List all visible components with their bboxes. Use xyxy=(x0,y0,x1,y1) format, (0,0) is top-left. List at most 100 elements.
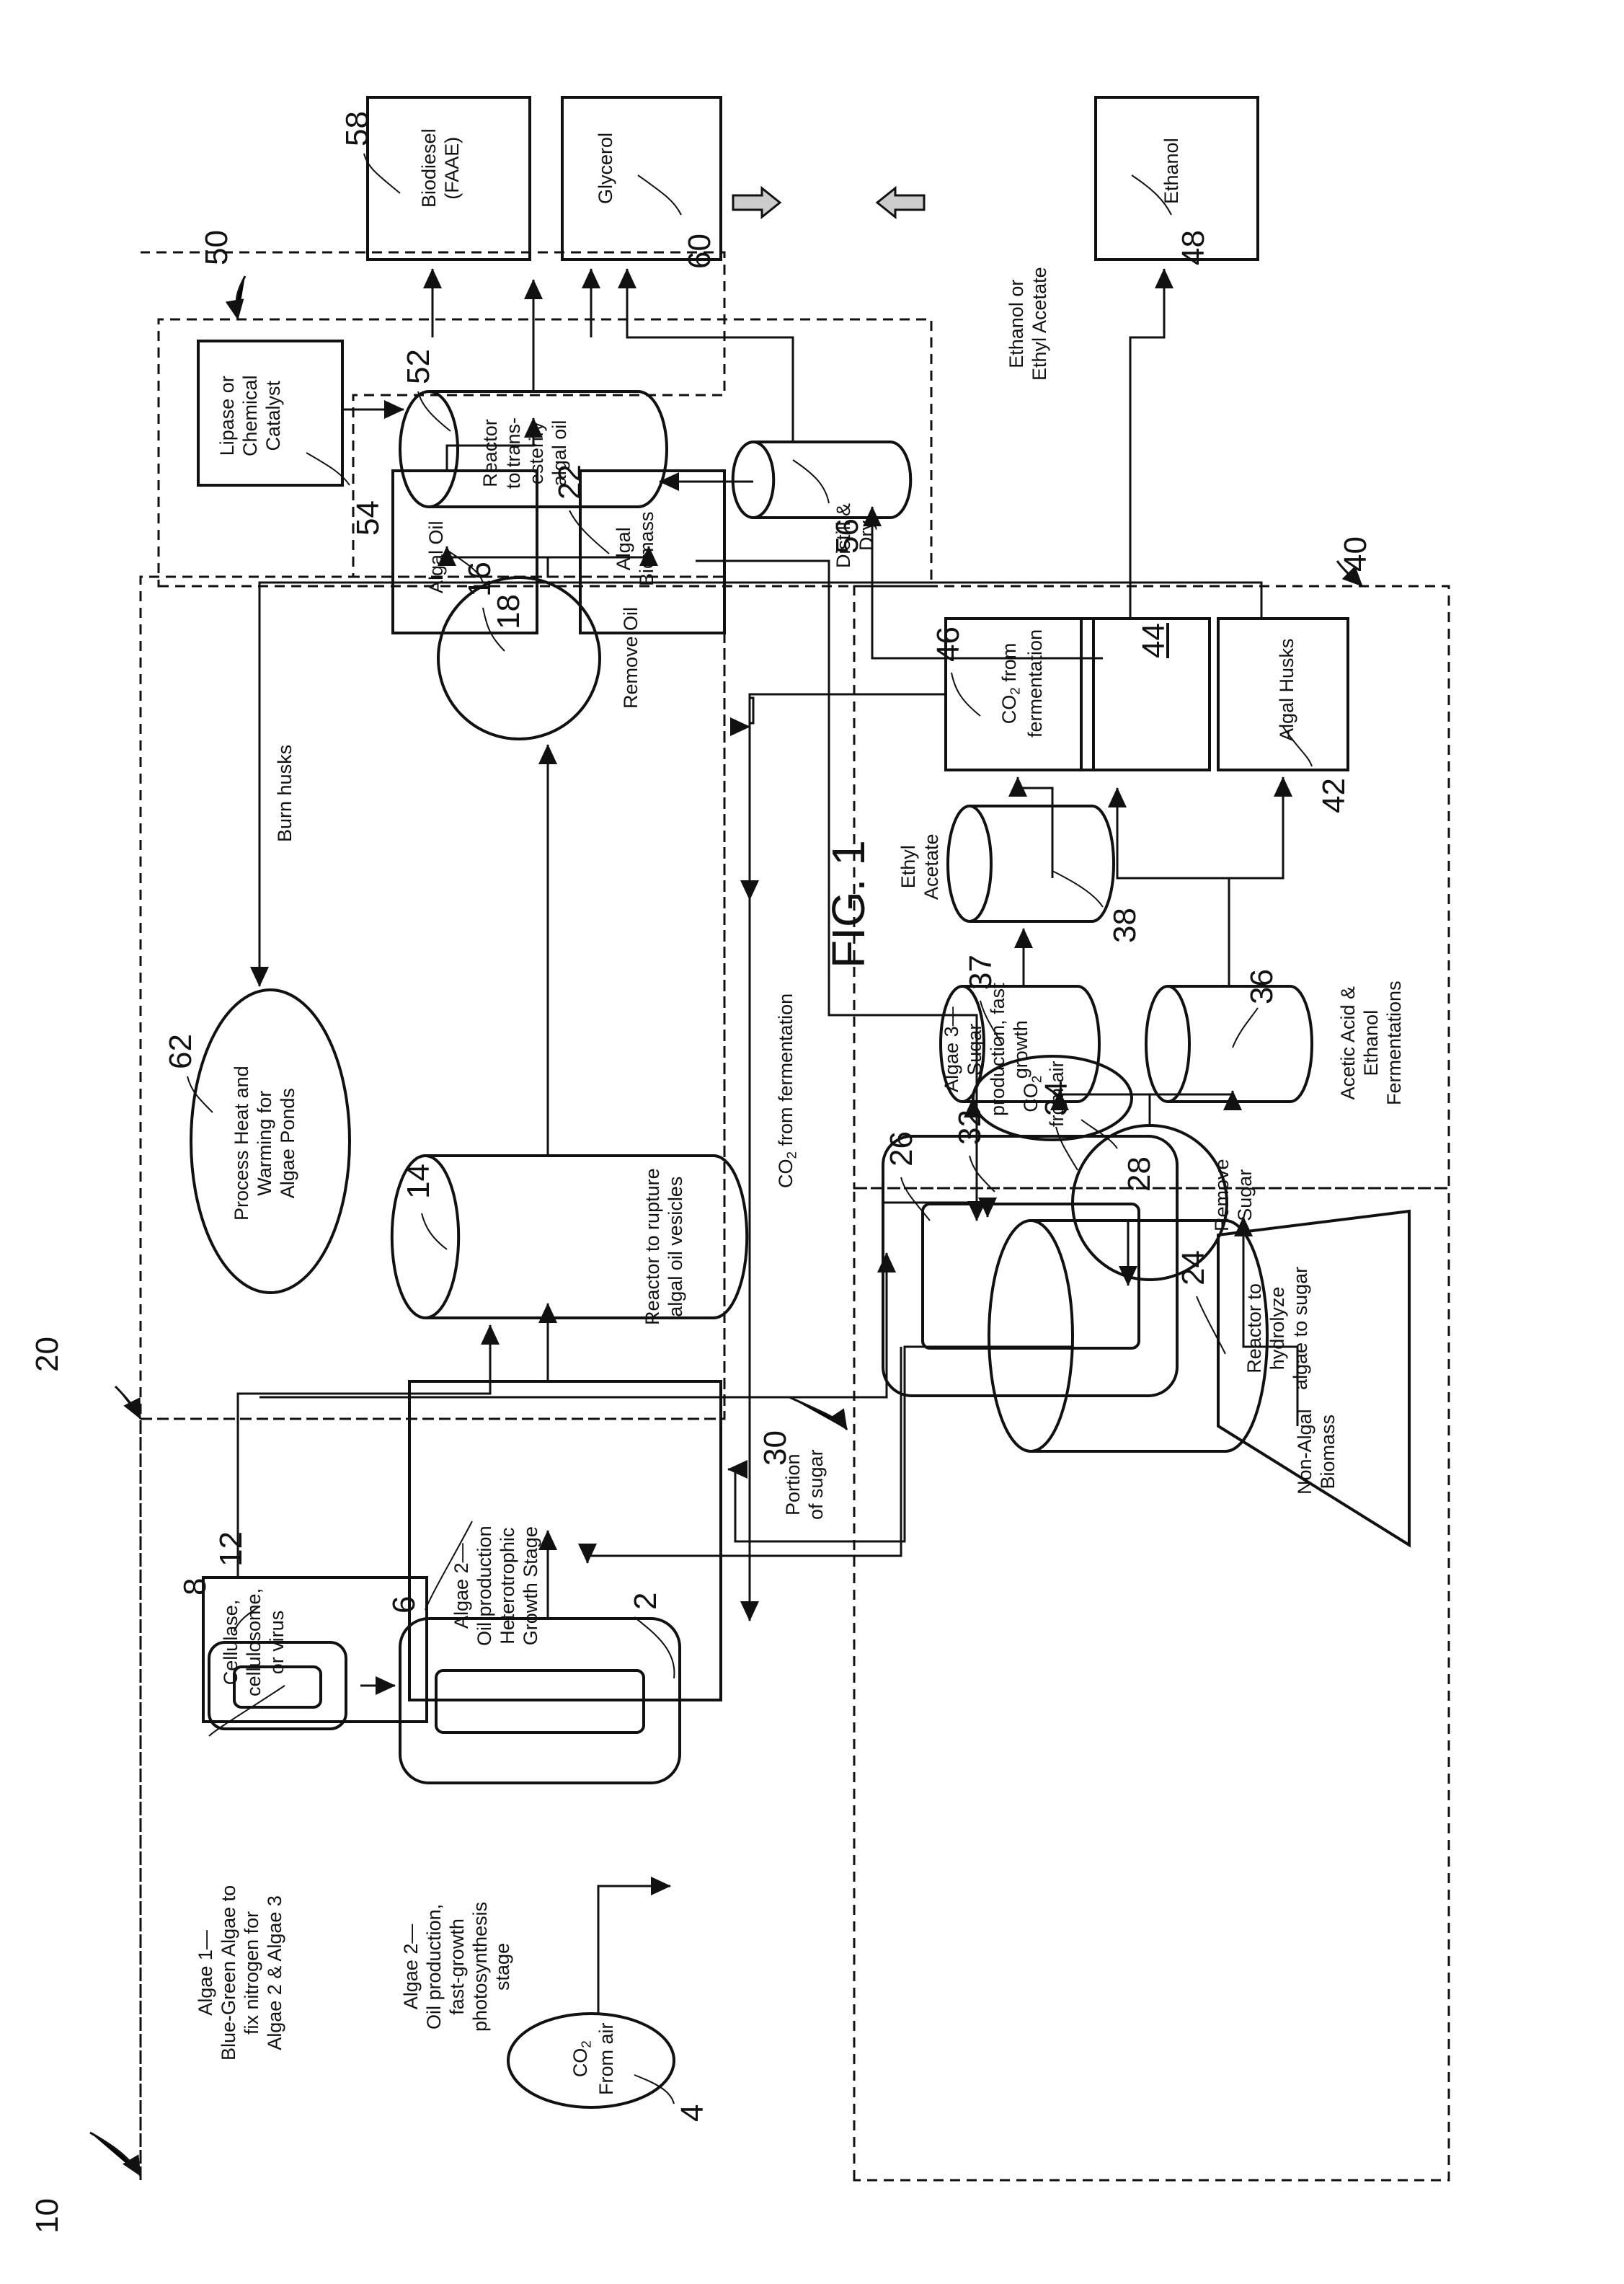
label-algae2-photo-line2: Oil production, xyxy=(423,1902,446,2032)
label-remove-oil: Remove Oil xyxy=(620,607,643,709)
label-lipase-line3: Catalyst xyxy=(262,375,285,456)
co2-ferm-line-rest: from fermentation xyxy=(775,993,797,1151)
label-remove-sugar-line2: Sugar xyxy=(1234,1159,1257,1231)
label-reactor-trans: Reactor to trans- esterify algal oil xyxy=(479,417,571,489)
group-20-label: 20 xyxy=(29,1337,66,1372)
reactor-56 xyxy=(733,442,911,518)
label-acetic-line2: Ethanol xyxy=(1360,981,1383,1105)
flow-arrows xyxy=(238,269,1297,2014)
label-algae2-hetero-line2: Oil production xyxy=(474,1526,497,1646)
co2-1-text: CO xyxy=(569,2048,591,2078)
co2-ferm-box-line2: fermentation xyxy=(1024,629,1047,738)
group-50-label: 50 xyxy=(198,230,236,265)
label-process-heat: Process Heat and Warming for Algae Ponds xyxy=(231,1066,300,1221)
label-non-algal: Non-Algal Biomass xyxy=(1294,1409,1340,1495)
arrow-26-to-32 xyxy=(883,1203,988,1249)
label-reactor-hydro-line1: Reactor to xyxy=(1243,1267,1266,1390)
pointer-10 xyxy=(90,2133,141,2176)
leader-24 xyxy=(1197,1296,1225,1354)
ref-42: 42 xyxy=(1315,778,1353,813)
label-reactor-hydro-line2: hydrolyze xyxy=(1266,1267,1290,1390)
leader-36 xyxy=(1233,1008,1258,1048)
ref-44: 44 xyxy=(1135,623,1173,658)
ref-18: 18 xyxy=(490,594,528,629)
label-algae1-line3: fix nitrogen for xyxy=(241,1885,264,2061)
group-10-label: 10 xyxy=(29,2198,66,2234)
label-algae2-hetero-line1: Algae 2— xyxy=(451,1526,474,1646)
fermenter-36 xyxy=(1146,986,1312,1102)
label-reactor-rupture: Reactor to rupture algal oil vesicles xyxy=(642,1168,688,1325)
ref-48: 48 xyxy=(1175,230,1212,265)
label-algae2-photo-line1: Algae 2— xyxy=(400,1902,423,2032)
ref-16: 16 xyxy=(461,562,499,597)
label-ethyl-acetate-line1: Ethyl xyxy=(897,833,920,900)
leader-32 xyxy=(969,1156,995,1192)
label-algae2-photo-line3: fast-growth xyxy=(446,1902,469,2032)
co2-ferm-line-sub: 2 xyxy=(785,1151,800,1159)
label-reactor-hydro: Reactor to hydrolyze algae to sugar xyxy=(1243,1267,1313,1390)
leader-62 xyxy=(187,1076,213,1112)
label-reactor-trans-line3: esterify xyxy=(525,417,549,489)
grey-arrow-right xyxy=(877,188,924,217)
co2-ferm-line-text: CO xyxy=(775,1159,797,1189)
leader-46 xyxy=(951,673,980,716)
label-ethanol: Ethanol xyxy=(1161,138,1184,204)
label-glycerol: Glycerol xyxy=(595,133,618,204)
label-algae2-photo-line5: stage xyxy=(492,1902,515,2032)
leader-26 xyxy=(901,1177,930,1221)
label-algae3: Algae 3— Sugar production, fast growth xyxy=(941,983,1032,1116)
leader-22 xyxy=(569,510,609,554)
label-acetic-line3: Fermentations xyxy=(1383,981,1406,1105)
pointer-30 xyxy=(789,1397,847,1430)
label-eth-or-ea-top: Ethanol or Ethyl Acetate xyxy=(1006,267,1052,381)
ref-6: 6 xyxy=(386,1596,423,1614)
leader-2 xyxy=(634,1617,674,1678)
label-lipase: Lipase or Chemical Catalyst xyxy=(216,375,285,456)
label-biodiesel-line2: (FAAE) xyxy=(441,128,464,208)
label-reactor-trans-line1: Reactor xyxy=(479,417,502,489)
label-process-heat-line2: Warming for xyxy=(254,1066,277,1221)
label-distill-line1: Distill & xyxy=(833,503,856,568)
label-lipase-line2: Chemical xyxy=(239,375,262,456)
label-eth-or-ea-top-line1: Ethanol or xyxy=(1006,267,1029,381)
ref-36: 36 xyxy=(1243,969,1281,1004)
leader-52 xyxy=(418,391,451,431)
ref-14: 14 xyxy=(400,1164,438,1199)
label-portion-sugar-line2: of sugar xyxy=(805,1449,828,1520)
label-algae2-photo: Algae 2— Oil production, fast-growth pho… xyxy=(400,1902,515,2032)
ref-60: 60 xyxy=(681,234,719,269)
co2-2-text: CO xyxy=(1020,1083,1042,1112)
pointer-20 xyxy=(115,1386,141,1419)
label-biodiesel: Biodiesel (FAAE) xyxy=(418,128,464,208)
label-algae1-line1: Algae 1— xyxy=(195,1885,218,2061)
ref-24: 24 xyxy=(1175,1250,1212,1285)
label-algae1: Algae 1— Blue-Green Algae to fix nitroge… xyxy=(195,1885,286,2061)
label-remove-sugar-line1: Remove xyxy=(1211,1159,1234,1231)
label-reactor-trans-line4: algal oil xyxy=(549,417,572,489)
ref-8: 8 xyxy=(177,1578,214,1595)
co2-ferm-box-from: from xyxy=(998,643,1020,688)
group-40-label: 40 xyxy=(1337,536,1375,572)
label-co2-ferm-line: CO2 from fermentation xyxy=(775,993,801,1188)
label-ethyl-acetate: Ethyl Acetate xyxy=(897,833,944,900)
arrow-co2-to-2 xyxy=(598,1886,670,2014)
label-acetic-line1: Acetic Acid & xyxy=(1337,981,1360,1105)
reactor-14 xyxy=(392,1156,747,1318)
arrow-44-to-ethanol xyxy=(1130,269,1164,619)
ref-12: 12 xyxy=(213,1531,250,1567)
pointer-50 xyxy=(236,276,245,319)
label-non-algal-line2: Biomass xyxy=(1317,1409,1340,1495)
label-acetic: Acetic Acid & Ethanol Fermentations xyxy=(1337,981,1406,1105)
label-portion-sugar: Portion of sugar xyxy=(782,1449,828,1520)
arrow-split-co2 xyxy=(1018,777,1052,878)
double-arrows xyxy=(733,188,924,217)
arrow-co2-line-to-2 xyxy=(750,698,753,900)
vessel-38 xyxy=(948,806,1114,921)
arrow-cellulase-to-32 xyxy=(259,1253,887,1397)
leader-58 xyxy=(364,154,400,193)
label-burn-husks: Burn husks xyxy=(274,745,297,842)
label-reactor-rupture-line2: algal oil vesicles xyxy=(665,1168,688,1325)
label-process-heat-line3: Algae Ponds xyxy=(277,1066,300,1221)
